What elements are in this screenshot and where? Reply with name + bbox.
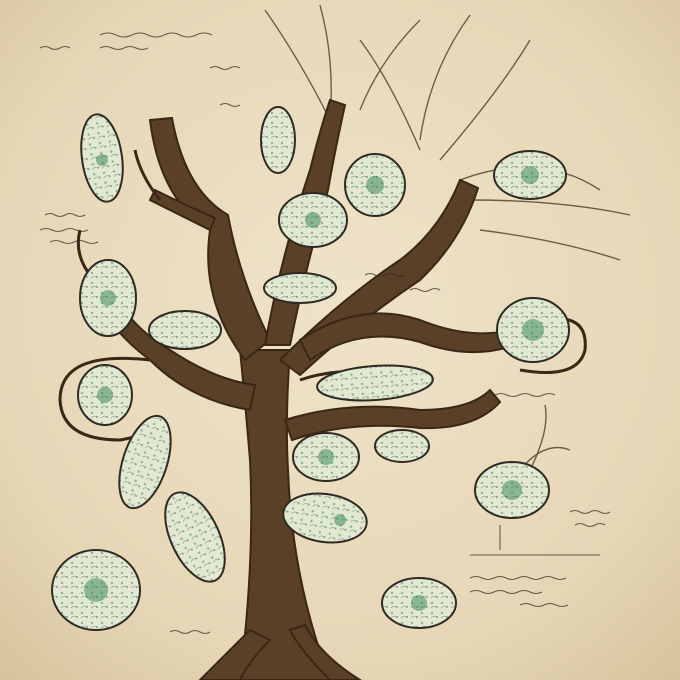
cell: [118, 414, 172, 510]
cells: [51, 106, 570, 631]
cell: [260, 106, 296, 174]
upper-twigs: [264, 4, 631, 471]
handwritten-annotations: [39, 32, 611, 635]
cell: [282, 492, 368, 544]
cell: [316, 364, 434, 402]
cell: [374, 429, 430, 463]
cell: [263, 272, 337, 304]
cell: [164, 491, 226, 583]
cell: [148, 310, 222, 350]
cell-nuclei: [84, 154, 544, 611]
